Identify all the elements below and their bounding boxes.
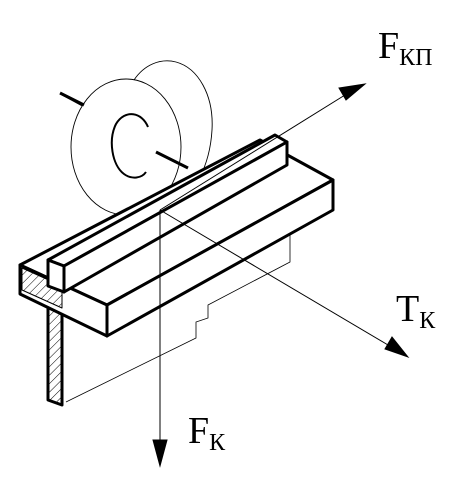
axle — [59, 91, 189, 170]
t-k-arrowhead — [384, 336, 410, 359]
t-k-line — [159, 209, 389, 346]
rail-head-right — [62, 140, 289, 294]
f-kp-line — [159, 94, 346, 211]
rail-base-right — [105, 178, 335, 338]
wheel-hub — [110, 113, 149, 179]
f-kp-arrowhead — [338, 83, 367, 101]
rail-head-front — [46, 258, 66, 294]
rail-background-outline — [65, 228, 291, 403]
force-vectors — [152, 83, 410, 468]
force-label-f-k: FК — [188, 410, 226, 456]
force-label-f-kp: FКП — [378, 25, 432, 71]
f-k-arrowhead — [152, 439, 168, 468]
force-label-t-k: TК — [396, 288, 436, 334]
rail-web — [46, 303, 64, 407]
